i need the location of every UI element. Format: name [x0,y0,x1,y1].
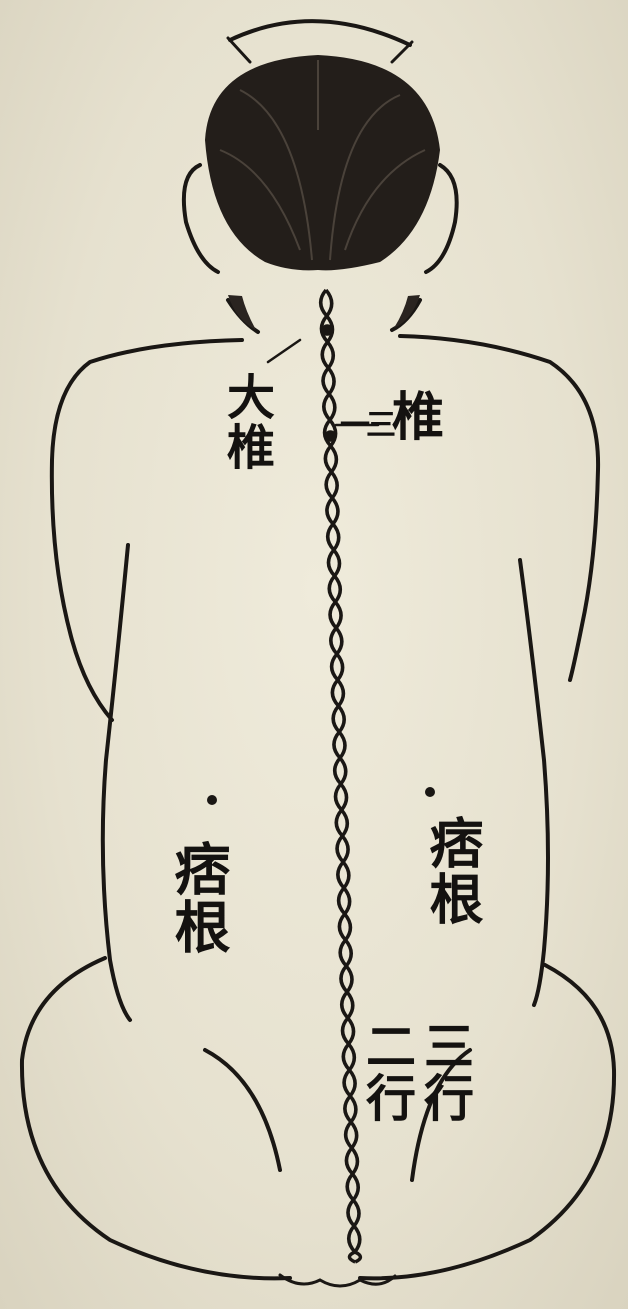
label-pigen-right: 痞根 [425,815,479,927]
acupoint-dot-right [425,787,435,797]
left-shoulder [52,340,242,720]
acupoint-dot-left [207,795,217,805]
label-second-line: 二行 [362,1020,412,1124]
label-third-vertebra-mark: 一三 [340,408,392,443]
left-buttock [22,958,290,1278]
label-third-vertebra-char: 椎 [392,387,444,448]
label-dazhui: 大椎 [222,372,270,472]
label-third-vertebra: 一三椎 [340,392,444,444]
label-third-line: 三行 [420,1020,470,1124]
vertebra-marker-2 [326,432,334,440]
label-pigen-left: 痞根 [170,840,226,956]
left-flank [103,545,130,1020]
left-hip-crease [205,1050,280,1170]
right-flank [520,560,548,1005]
hair [205,55,440,270]
hair-knot [230,21,410,45]
vertebra-marker-1 [323,326,331,334]
